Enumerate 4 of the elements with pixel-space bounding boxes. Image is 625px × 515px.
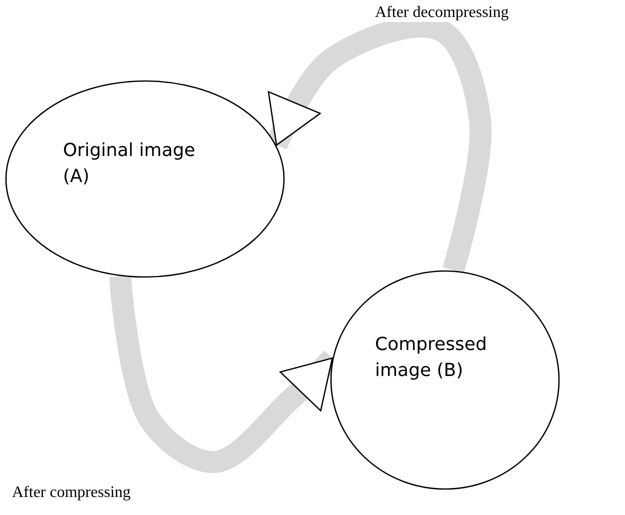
node-label: Original image (A): [63, 139, 196, 190]
node-label: Compressed image (B): [375, 333, 488, 384]
edge-label: After compressing: [12, 484, 131, 502]
edge-label: After decompressing: [375, 4, 509, 22]
